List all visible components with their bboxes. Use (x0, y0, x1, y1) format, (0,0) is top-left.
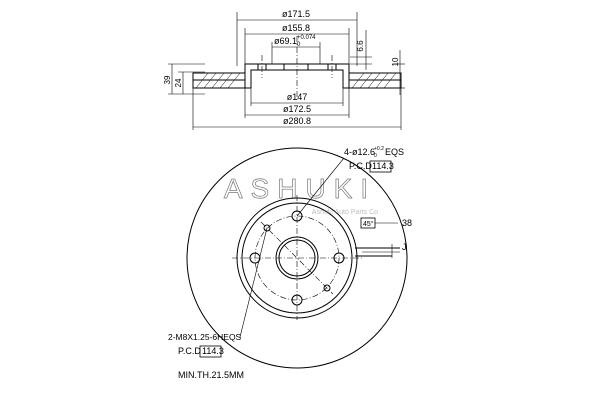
dim-height-total: 39 (163, 75, 172, 84)
dim-bore-tol-lower: 0 (297, 42, 301, 48)
dim-height-inner: 24 (174, 78, 183, 87)
min-thickness: MIN.TH.21.5MM (178, 370, 244, 380)
chamfer-angle: 45° (363, 220, 374, 228)
dim-bore-tol-upper: +0.074 (297, 35, 316, 41)
watermark-subtitle: Ashuki Auto Parts Co (312, 209, 378, 216)
watermark-logo: ASHUKI Ashuki Auto Parts Co (224, 173, 379, 216)
detail-ref: J (402, 242, 407, 252)
threaded-hole (263, 224, 271, 232)
holes-tol-upper: +0.2 (374, 146, 384, 152)
pcd-label-2: P.C.D (178, 346, 201, 356)
section-view: ø171.5 ø155.8 ø69.1 +0.074 0 6.6 10 39 2… (163, 9, 405, 130)
groove-dim: 38 (402, 218, 412, 228)
disc-section-profile (192, 36, 402, 100)
disc-outer-edge (186, 147, 408, 369)
thread-note: 2-M8X1.25-6HEQS (168, 332, 242, 342)
holes-note: 4-ø12.6 (344, 147, 375, 157)
pcd-value-2: 114.3 (202, 346, 224, 356)
dim-bottom-1: ø147 (287, 92, 308, 102)
face-view: 45° 38 J 4-ø12.6 +0.2 0 EQS P.C.D 114.3 … (168, 146, 412, 380)
holes-eqs: EQS (385, 147, 404, 157)
holes-tol-lower: 0 (374, 153, 377, 159)
dim-top-2: ø155.8 (282, 23, 310, 33)
dim-disc-thickness: 10 (391, 57, 400, 66)
dim-bottom-2: ø172.5 (283, 104, 311, 114)
watermark-brand: ASHUKI (224, 173, 376, 204)
pcd-label-1: P.C.D (349, 161, 372, 171)
pcd-value-1: 114.3 (372, 161, 394, 171)
dim-hat-depth: 6.6 (356, 40, 365, 52)
dim-top-1: ø171.5 (282, 9, 310, 19)
threaded-hole (323, 284, 331, 292)
dim-bottom-3: ø280.8 (283, 116, 311, 126)
dim-bore: ø69.1 (274, 36, 297, 46)
